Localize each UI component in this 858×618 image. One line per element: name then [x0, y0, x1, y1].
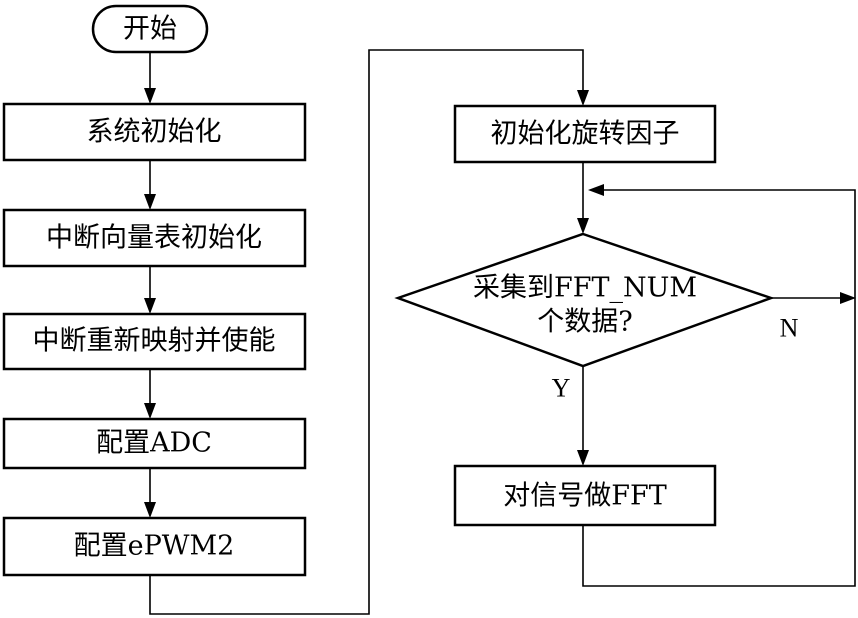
arrowheads	[144, 88, 856, 518]
start-terminal: 开始	[91, 4, 209, 54]
connectors	[149, 49, 856, 615]
arrowhead-down	[577, 218, 589, 234]
process-init-twiddle: 初始化旋转因子	[453, 104, 717, 164]
decision-label-line1: 采集到FFT_NUM	[473, 273, 697, 304]
process-interrupt-remap: 中断重新映射并使能	[2, 312, 307, 371]
arrowhead-down	[577, 450, 589, 466]
step-label: 配置ePWM2	[74, 531, 235, 562]
process-config-epwm: 配置ePWM2	[2, 516, 307, 577]
arrowhead-down	[144, 194, 156, 210]
step-label: 中断向量表初始化	[46, 223, 262, 254]
step-label: 初始化旋转因子	[491, 119, 680, 150]
arrowhead-down	[144, 403, 156, 419]
step-label: 系统初始化	[87, 117, 222, 148]
yes-label: Y	[552, 374, 571, 403]
process-config-adc: 配置ADC	[2, 417, 307, 470]
arrowhead-down	[144, 298, 156, 314]
decision-label-line2: 个数据?	[537, 307, 632, 338]
arrowhead-down	[144, 502, 156, 518]
arrowhead-down	[144, 88, 156, 104]
arrowhead-left	[588, 184, 604, 196]
start-label: 开始	[123, 14, 177, 45]
no-label: N	[780, 314, 799, 343]
process-init-system: 系统初始化	[2, 102, 307, 162]
connector-loop-back	[582, 189, 856, 587]
step-label: 配置ADC	[96, 428, 212, 459]
step-label: 对信号做FFT	[503, 481, 666, 512]
decision-collected: 采集到FFT_NUM 个数据?	[394, 232, 775, 368]
arrowhead-down	[577, 90, 589, 106]
arrowhead-right	[840, 292, 856, 304]
connector-epwm-to-twiddle	[149, 49, 584, 615]
process-vector-table: 中断向量表初始化	[2, 208, 307, 268]
process-do-fft: 对信号做FFT	[453, 464, 717, 527]
step-label: 中断重新映射并使能	[33, 326, 276, 357]
